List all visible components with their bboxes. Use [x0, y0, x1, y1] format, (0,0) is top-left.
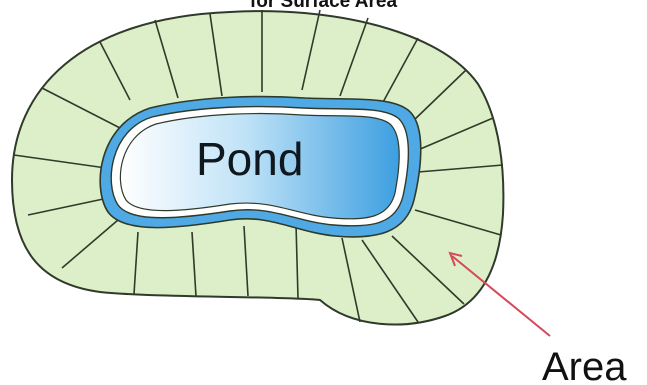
area-label: Area	[542, 345, 627, 385]
pond-label: Pond	[196, 133, 303, 185]
